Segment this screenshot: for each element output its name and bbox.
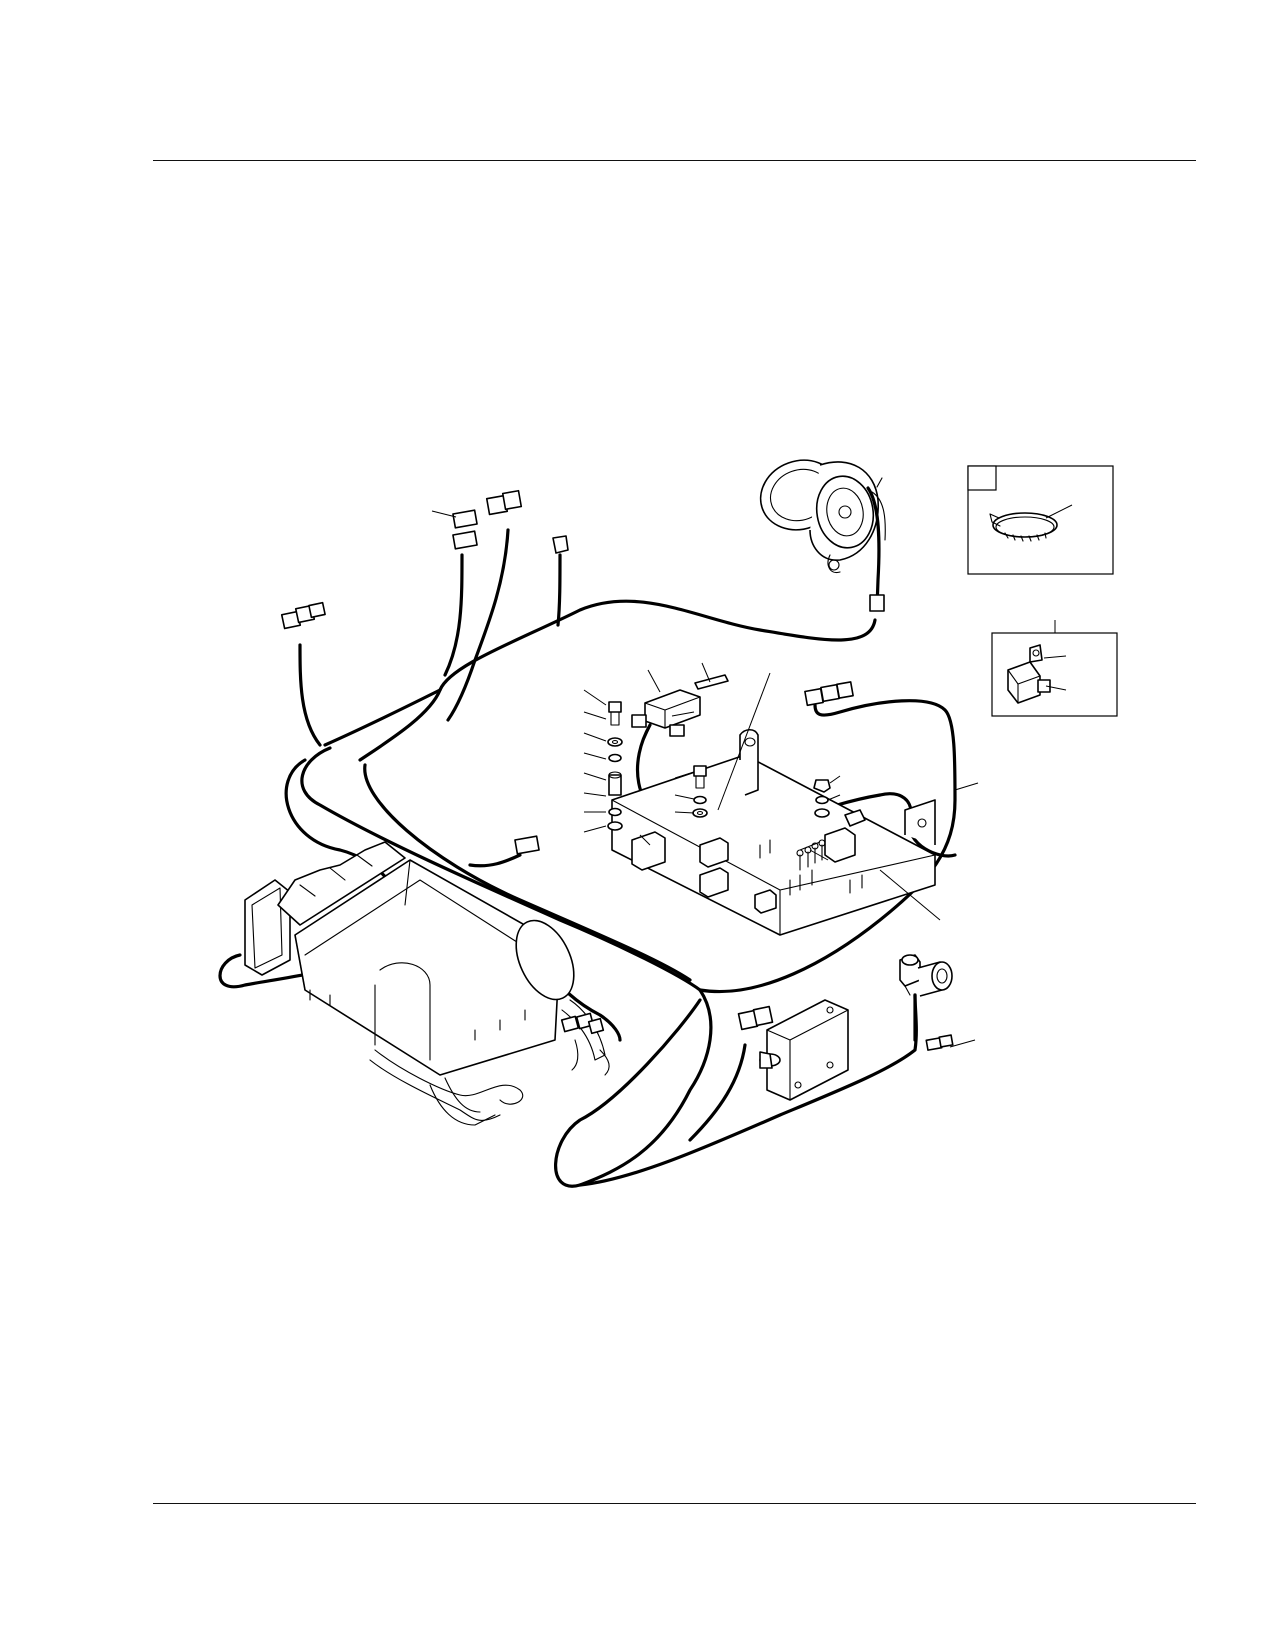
harness-connectors	[280, 489, 979, 1048]
connector-upper-2	[485, 489, 523, 516]
connector-center	[514, 835, 540, 855]
connector-right-upper	[804, 681, 854, 707]
control-panel-bracket	[583, 662, 941, 936]
connector-left	[280, 601, 326, 630]
relay-detail	[991, 620, 1118, 717]
footer-rule	[153, 1503, 1196, 1504]
header-rule	[153, 160, 1196, 161]
water-valve	[899, 954, 954, 1051]
detail-box-marker	[967, 465, 997, 491]
blower-controller	[759, 999, 849, 1101]
fastener-stack-right	[813, 779, 831, 818]
compressor	[759, 459, 886, 612]
fastener-stack-left	[607, 701, 623, 831]
connector-upper-3	[552, 535, 569, 554]
hose-clamp-detail	[967, 465, 1114, 575]
connector-upper-1	[452, 509, 478, 550]
heater-unit	[244, 841, 610, 1126]
connector-lower	[737, 1005, 774, 1031]
